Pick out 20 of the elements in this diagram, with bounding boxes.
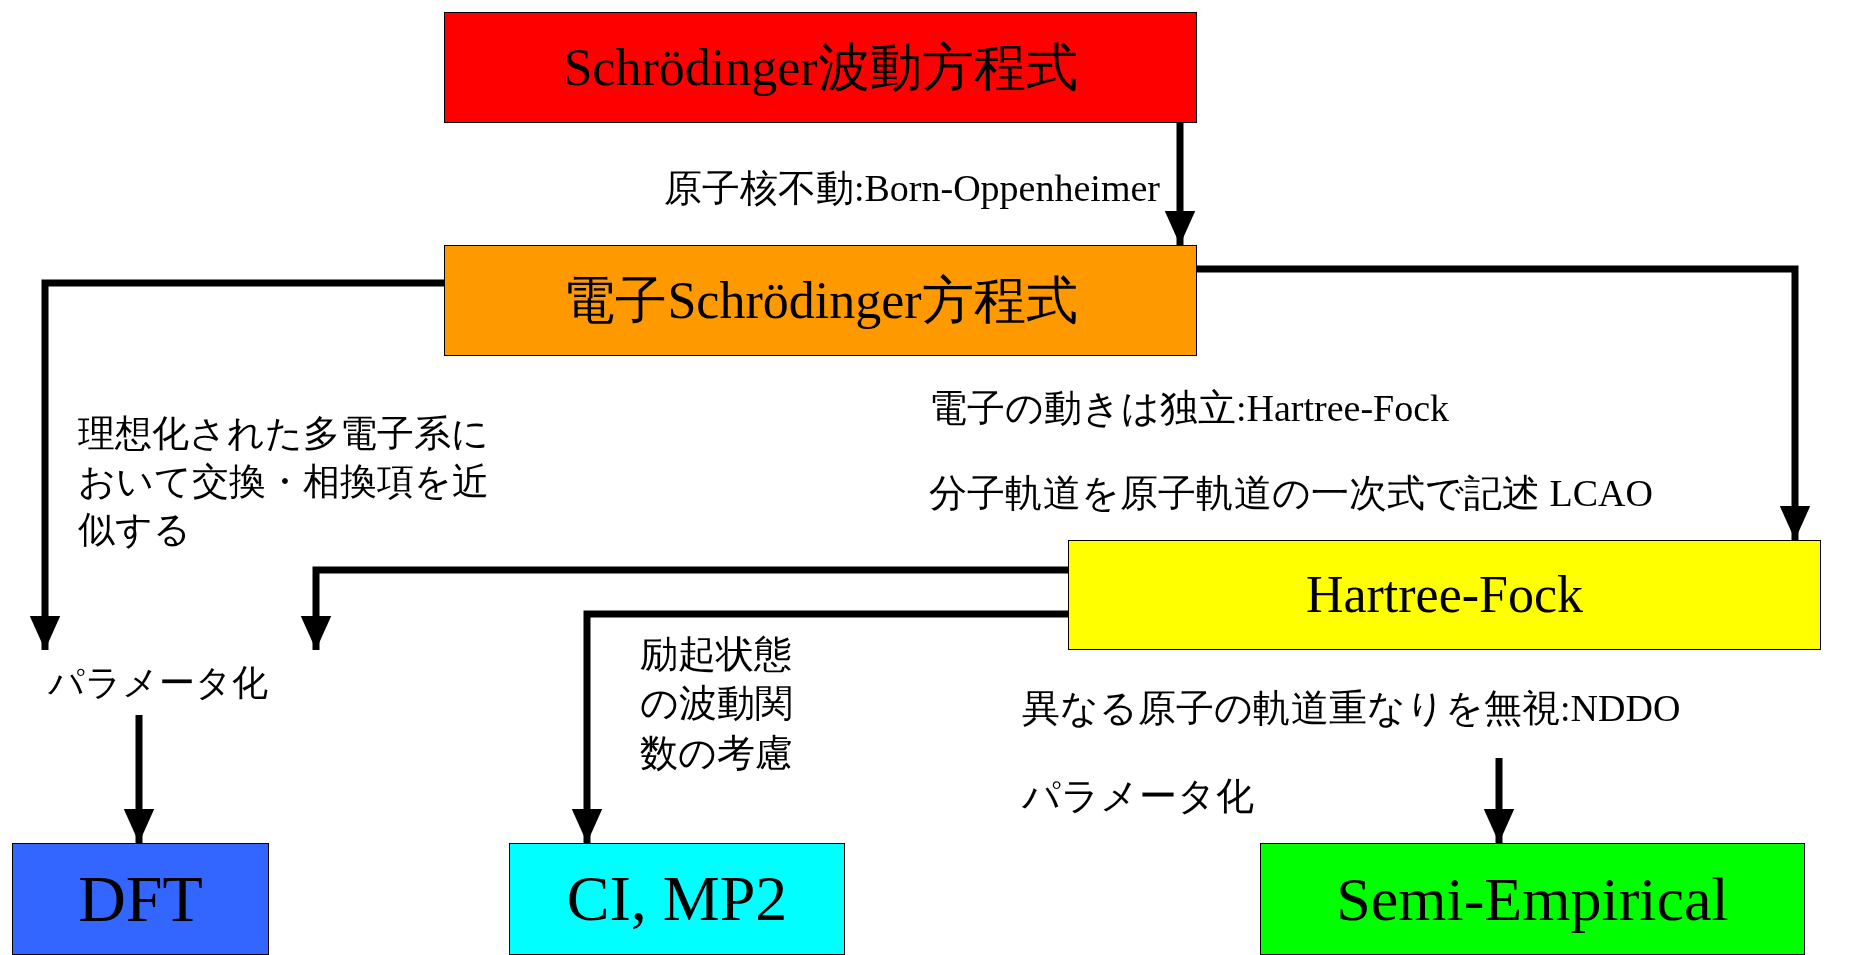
- process-box: [509, 843, 845, 955]
- process-box: [444, 12, 1197, 123]
- step-label: パラメータ化: [48, 664, 268, 701]
- note-text: 分子軌道を原子軌道の一次式で記述 LCAO: [929, 471, 1654, 516]
- box-label: 電子Schrödinger方程式: [563, 274, 1078, 327]
- arrow: [1164, 123, 1196, 245]
- box-label: Schrödinger波動方程式: [563, 41, 1078, 94]
- box-label: DFT: [78, 866, 203, 932]
- arrow: [1197, 265, 1811, 540]
- process-box: [1260, 843, 1805, 955]
- box-label: Hartree-Fock: [1305, 569, 1584, 621]
- process-box: [12, 843, 269, 955]
- arrow: [29, 279, 444, 650]
- box-label: CI, MP2: [566, 867, 788, 931]
- arrow: [300, 566, 1068, 650]
- note-text: パラメータ化: [1022, 774, 1255, 819]
- note-text: 異なる原子の軌道重なりを無視:NDDO: [1022, 686, 1682, 731]
- arrow: [571, 610, 1068, 843]
- process-box: [444, 245, 1197, 356]
- process-box: [1068, 540, 1821, 650]
